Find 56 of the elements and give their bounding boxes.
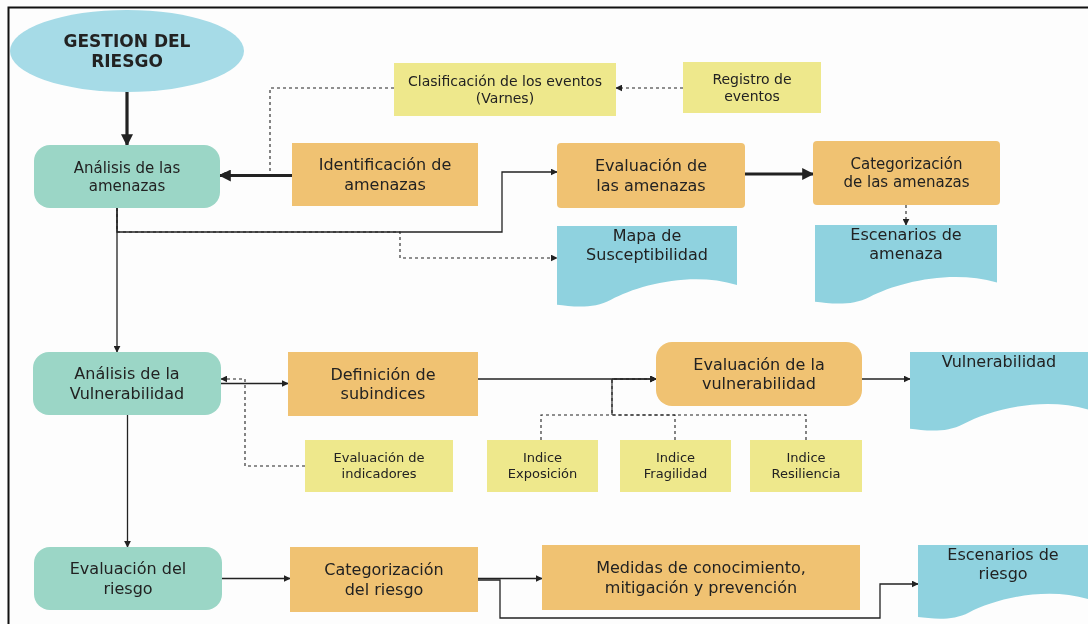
process-box: [290, 547, 478, 612]
process-box: [288, 352, 478, 416]
node-label: Indice Resiliencia: [770, 450, 842, 482]
node-label: Evaluación de indicadores: [332, 450, 426, 482]
note-box: [683, 62, 821, 113]
node-label: Evaluación de la vulnerabilidad: [692, 354, 826, 394]
process-box: [542, 545, 860, 610]
node-label: Identificación de amenazas: [317, 155, 453, 194]
arrow: [477, 575, 543, 582]
node-label: Análisis de las amenazas: [72, 158, 182, 195]
node-label: Registro de eventos: [711, 70, 793, 105]
node-label: Clasificación de los eventos (Varnes): [407, 72, 603, 107]
node-label: Escenarios de amenaza: [849, 225, 963, 264]
node-label: Análisis de la Vulnerabilidad: [68, 364, 186, 403]
arrow: [218, 169, 292, 182]
note-box: [487, 440, 598, 492]
node-label: Vulnerabilidad: [941, 352, 1057, 372]
process-box: [34, 145, 220, 208]
arrow: [477, 579, 919, 619]
process-box: [813, 141, 1000, 205]
arrow: [861, 375, 911, 383]
node-label: Categorización de las amenazas: [842, 155, 971, 191]
process-box: [34, 547, 222, 610]
note-box: [394, 63, 616, 116]
node-label: Escenarios de riesgo: [946, 545, 1060, 584]
note-box: [750, 440, 862, 492]
arrow: [124, 414, 131, 548]
note-box: [305, 440, 453, 492]
node-label: Indice Exposición: [506, 450, 579, 482]
node-label: Definición de subindices: [329, 364, 437, 404]
process-box: [557, 143, 745, 208]
process-box: [292, 143, 478, 206]
node-label: GESTION DEL RIESGO: [62, 30, 192, 72]
document-shape: [557, 226, 737, 308]
process-box: [33, 352, 221, 415]
dashed-arrow: [611, 375, 676, 441]
node-label: Evaluación del riesgo: [68, 559, 188, 598]
dashed-arrow: [615, 84, 684, 92]
node-label: Categorización del riesgo: [323, 560, 445, 599]
dashed-arrow: [611, 375, 807, 441]
node-label: Evaluación de las amenazas: [594, 156, 708, 195]
arrow: [745, 168, 815, 180]
dashed-arrow: [220, 375, 306, 467]
document-shape: [918, 545, 1088, 620]
arrow: [220, 380, 289, 387]
node-label: Mapa de Susceptibilidad: [585, 226, 709, 265]
node-label: Indice Fragilidad: [642, 450, 709, 482]
arrow: [113, 207, 121, 353]
arrow: [221, 575, 291, 582]
node-label: Medidas de conocimiento, mitigación y prevención: [595, 558, 807, 597]
arrow: [121, 92, 133, 147]
document-shape: [910, 352, 1088, 432]
process-box: [656, 342, 862, 406]
dashed-arrow: [902, 204, 910, 226]
note-box: [620, 440, 731, 492]
document-shape: [815, 225, 997, 305]
